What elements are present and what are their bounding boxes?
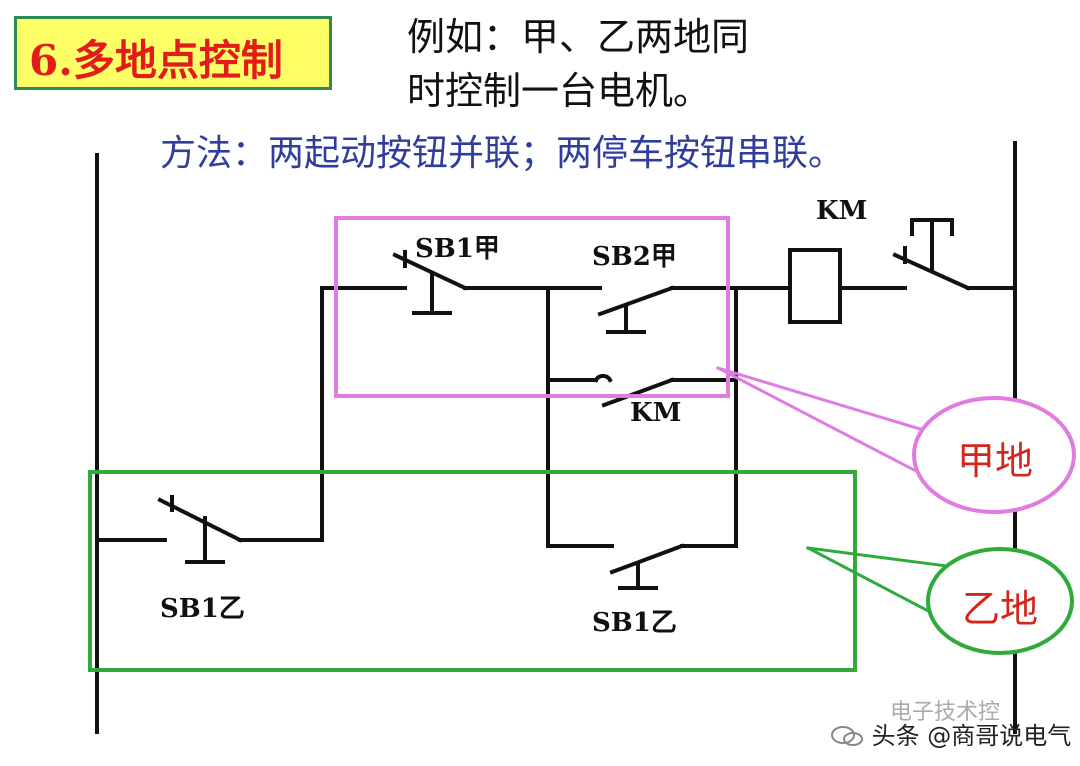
page-title: 6.多地点控制 xyxy=(29,36,283,85)
example-text: 例如：甲、乙两地同 时控制一台电机。 xyxy=(407,10,749,118)
yi-callout-ellipse xyxy=(926,547,1074,655)
wechat-icon xyxy=(831,726,863,746)
title-box: 6.多地点控制 xyxy=(14,16,332,90)
yi-area-label: 乙地 xyxy=(962,587,1039,631)
label-sb1-yi-left: SB1乙 xyxy=(160,594,245,624)
label-sb2-jia: SB2甲 xyxy=(592,242,677,272)
method-text: 方法：两起动按钮并联；两停车按钮串联。 xyxy=(160,133,845,174)
sb2-jia-start-switch xyxy=(546,285,738,334)
label-sb1-yi-right: SB1乙 xyxy=(592,608,677,638)
sb1-yi-stop-switch xyxy=(95,495,324,564)
example-line-2: 时控制一台电机。 xyxy=(407,69,712,113)
km-aux-contact xyxy=(546,373,738,408)
watermark-brand: 电子技术控 xyxy=(890,700,1001,725)
sb1-yi-start-switch xyxy=(546,543,738,590)
watermark: 电子技术控 头条 @商哥说电气 xyxy=(830,700,1072,751)
km-nc-contact xyxy=(892,218,1017,291)
jia-callout-ellipse xyxy=(912,396,1076,514)
yi-area-box xyxy=(88,470,857,672)
jia-callout-lines xyxy=(715,365,932,473)
label-km-coil: KM xyxy=(816,196,868,226)
km-coil xyxy=(734,248,907,324)
label-sb1-jia: SB1甲 xyxy=(415,234,500,264)
jia-area-label: 甲地 xyxy=(957,439,1034,483)
label-km-contact: KM xyxy=(630,398,682,428)
yi-callout-lines xyxy=(805,545,964,618)
sb1-jia-stop-switch xyxy=(320,250,550,315)
example-line-1: 例如：甲、乙两地同 xyxy=(407,15,750,59)
jia-area-box xyxy=(334,216,730,398)
watermark-text: 头条 @商哥说电气 xyxy=(871,722,1072,750)
